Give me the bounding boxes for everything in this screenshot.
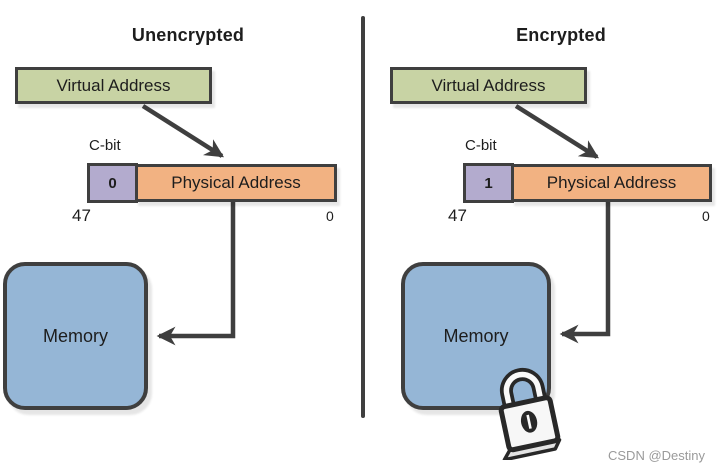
bit-index-high: 47 <box>72 206 91 225</box>
bit-index-low: 0 <box>326 208 334 224</box>
arrow-virtual-to-physical <box>141 104 224 158</box>
virtual-address-label: Virtual Address <box>56 75 171 95</box>
watermark: CSDN @Destiny <box>608 448 705 463</box>
lock-icon <box>498 368 562 460</box>
physical-address-box: Physical Address <box>511 164 712 202</box>
cbit-label: C-bit <box>89 137 121 154</box>
virtual-address-box: Virtual Address <box>390 67 587 104</box>
cbit-value: 1 <box>484 174 493 192</box>
panel-title-unencrypted: Unencrypted <box>131 25 245 45</box>
virtual-address-box: Virtual Address <box>15 67 212 104</box>
physical-address-box: Physical Address <box>135 164 337 202</box>
physical-address-label: Physical Address <box>546 173 677 192</box>
cbit-value-box: 1 <box>463 163 514 203</box>
bit-index-low: 0 <box>702 208 710 224</box>
bit-index-high: 47 <box>448 206 467 225</box>
memory-box: Memory <box>3 262 148 410</box>
virtual-address-label: Virtual Address <box>431 75 546 95</box>
panel-title-encrypted: Encrypted <box>516 25 606 45</box>
panel-divider <box>361 16 365 418</box>
cbit-label: C-bit <box>465 137 497 154</box>
memory-box: Memory <box>401 262 551 410</box>
physical-address-label: Physical Address <box>171 173 301 192</box>
memory-label: Memory <box>42 325 108 346</box>
arrow-physical-to-memory <box>156 200 236 346</box>
cbit-value: 0 <box>108 174 117 192</box>
cbit-value-box: 0 <box>87 163 138 203</box>
arrow-physical-to-memory <box>559 200 611 344</box>
memory-label: Memory <box>443 325 509 346</box>
arrow-virtual-to-physical <box>514 104 599 159</box>
